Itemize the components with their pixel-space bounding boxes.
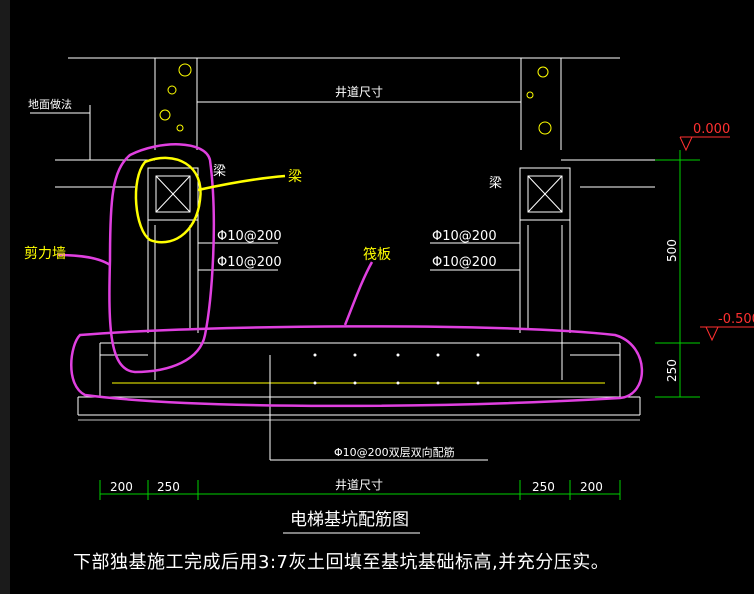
- elevation-marker-bottom: [700, 326, 754, 342]
- beam-highlight-leader: [197, 174, 286, 192]
- raft-rebar-label: Φ10@200双层双向配筋: [334, 445, 455, 459]
- rebar-left-2: Φ10@200: [217, 255, 282, 270]
- dim-250-left: 250: [157, 480, 180, 494]
- dim-500: 500: [665, 239, 679, 262]
- beam-highlight-markup: [134, 156, 202, 244]
- dim-250: 250: [665, 359, 679, 382]
- raft-rebar-dots: [313, 353, 480, 385]
- dim-250-right: 250: [532, 480, 555, 494]
- elevation-bottom: -0.500: [718, 312, 754, 327]
- elevation-marker-top: [679, 136, 730, 152]
- elevation-top: 0.000: [693, 122, 730, 137]
- raft-slab: [77, 342, 641, 461]
- shear-wall-leader: [57, 253, 111, 267]
- bottom-dimension: [99, 480, 621, 500]
- raft-leader: [343, 261, 374, 326]
- right-beam: [519, 167, 571, 221]
- left-beam: [147, 167, 199, 221]
- shear-wall-markup: [108, 143, 216, 374]
- raft-markup: [70, 325, 644, 408]
- window-edge: [0, 0, 10, 594]
- ground-slab: [30, 105, 655, 188]
- right-upper-wall: [520, 58, 562, 150]
- rebar-left-1: Φ10@200: [217, 229, 282, 244]
- rebar-right-2: Φ10@200: [432, 255, 497, 270]
- shaft-size-bottom: 井道尺寸: [335, 478, 383, 492]
- raft-label: 筏板: [363, 246, 391, 263]
- dim-200-left: 200: [110, 480, 133, 494]
- beam-annotation-label: 梁: [288, 169, 302, 185]
- vertical-dimension: [655, 150, 700, 398]
- ground-finish-label: 地面做法: [28, 97, 72, 111]
- shear-wall-label: 剪力墙: [24, 246, 66, 262]
- dim-200-right: 200: [580, 480, 603, 494]
- left-upper-wall: [154, 58, 198, 150]
- rebar-right-1: Φ10@200: [432, 229, 497, 244]
- left-beam-label: 梁: [213, 164, 226, 179]
- shaft-size-top: 井道尺寸: [335, 85, 383, 99]
- construction-note: 下部独基施工完成后用3:7灰土回填至基坑基础标高,并充分压实。: [73, 552, 610, 573]
- drawing-title: 电梯基坑配筋图: [290, 510, 409, 530]
- right-beam-label: 梁: [489, 176, 502, 191]
